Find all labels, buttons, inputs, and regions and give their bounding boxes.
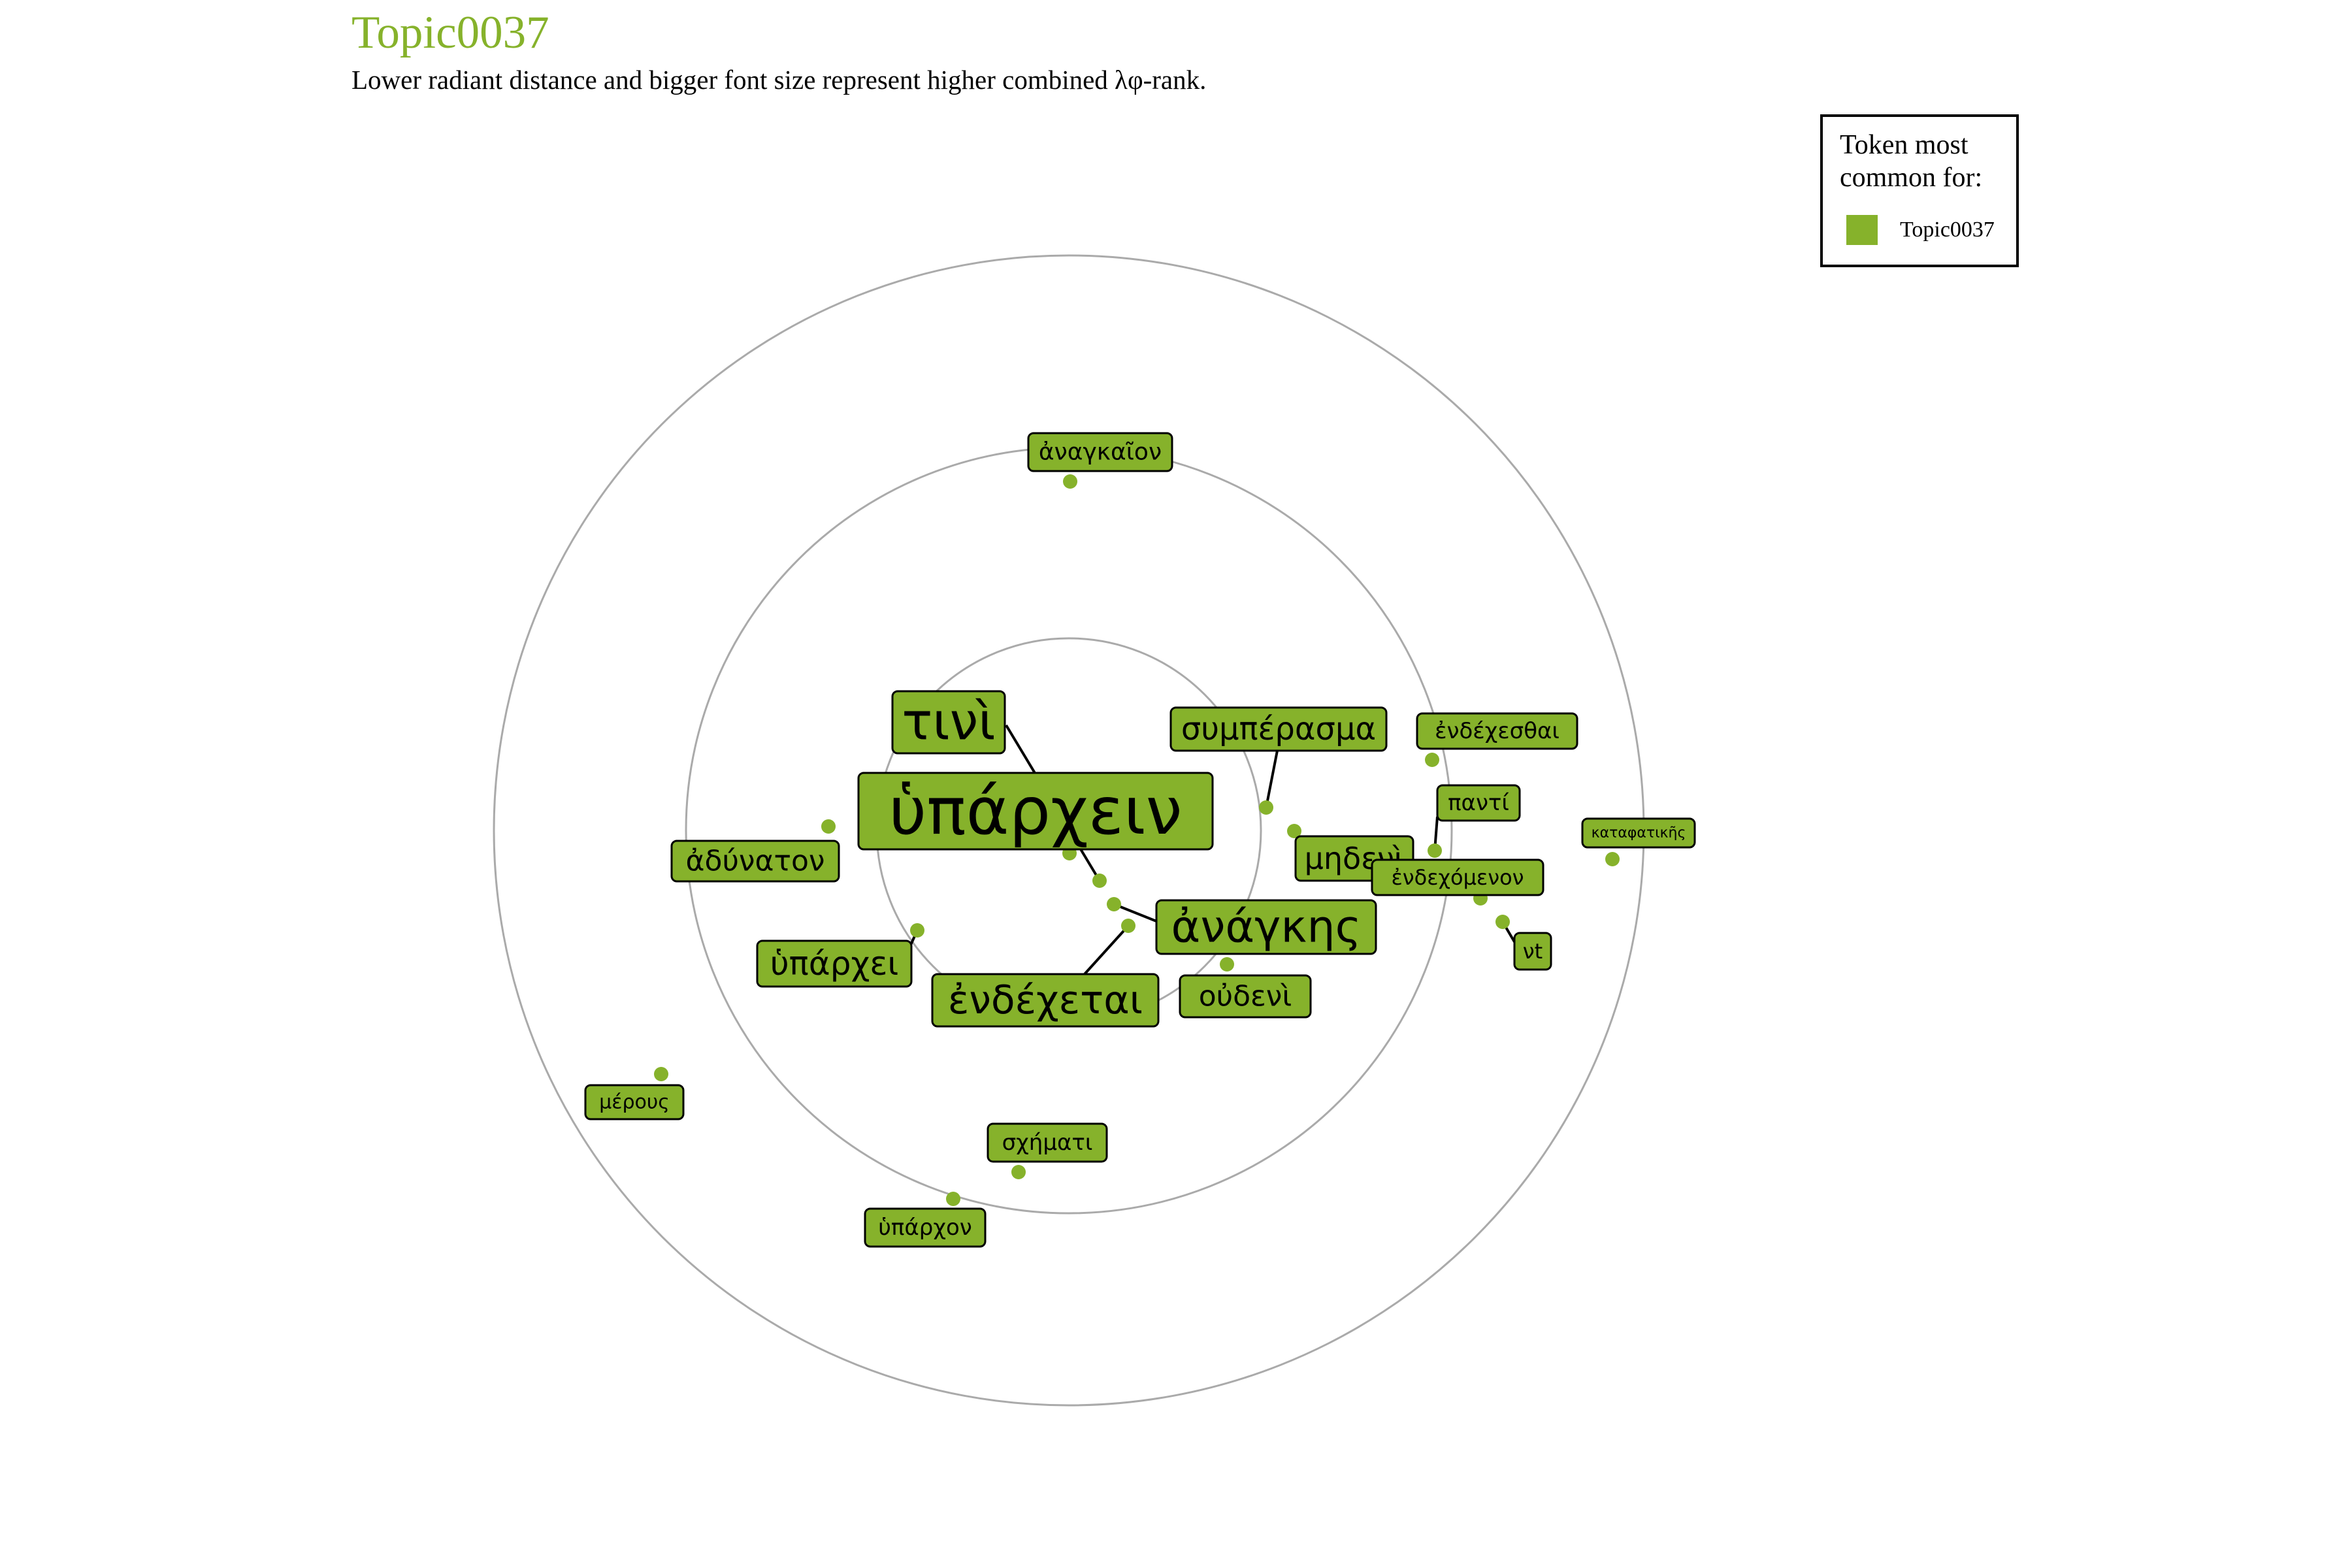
leader-line — [1265, 750, 1279, 808]
token-label: ἀνάγκης — [1155, 899, 1377, 955]
token-label-box — [1416, 712, 1578, 750]
token-label-box — [1513, 932, 1552, 971]
token-label-box — [1027, 432, 1173, 472]
token-label: ἐνδέχεται — [931, 973, 1160, 1028]
token-point — [910, 923, 924, 938]
token-label-box — [931, 973, 1160, 1028]
token-label: ἀναγκαῖον — [1027, 432, 1173, 472]
token-label: συμπέρασμα — [1169, 706, 1388, 752]
legend-entry-label: Topic0037 — [1900, 218, 1995, 242]
token-point — [1220, 957, 1234, 972]
token-label-text: σχήματι — [1002, 1130, 1093, 1156]
token-label-box — [1581, 817, 1696, 849]
token-label: ἀδύνατον — [670, 840, 840, 883]
token-label: οὐδενὶ — [1179, 974, 1312, 1019]
token-point — [1287, 824, 1301, 838]
token-label: ὑπάρχειν — [857, 772, 1214, 851]
token-label-text: οὐδενὶ — [1199, 980, 1292, 1013]
token-label-box — [1169, 706, 1388, 752]
token-point — [1107, 897, 1121, 911]
token-label-text: ὑπάρχον — [878, 1215, 972, 1241]
token-label-text: ἀνάγκης — [1171, 902, 1362, 953]
legend-swatch — [1846, 215, 1878, 245]
token-label-text: ἐνδέχεται — [948, 977, 1143, 1023]
token-label-box — [756, 939, 913, 988]
chart-subtitle: Lower radiant distance and bigger font s… — [351, 65, 1207, 95]
legend-title: Token most common for: — [1840, 130, 1983, 193]
legend: Token most common for: Topic0037 — [1820, 114, 2019, 267]
token-label-box — [891, 690, 1006, 755]
token-label: μέρους — [584, 1084, 685, 1120]
token-label-text: ἀδύνατον — [686, 845, 825, 878]
token-label-text: συμπέρασμα — [1181, 711, 1376, 747]
token-point — [821, 819, 836, 834]
token-label: παντί — [1436, 784, 1521, 822]
token-label-text: ὑπάρχει — [770, 945, 899, 983]
chart-title: Topic0037 — [351, 7, 549, 58]
token-point — [1092, 874, 1107, 888]
token-label-box — [857, 772, 1214, 851]
token-label-box — [987, 1122, 1108, 1163]
token-label-text: ἐνδεχόμενον — [1391, 865, 1524, 890]
leader-line — [1083, 924, 1130, 975]
token-label: καταφατικῆς — [1581, 817, 1696, 849]
token-point — [946, 1192, 960, 1206]
token-label: σχήματι — [987, 1122, 1108, 1163]
token-point — [654, 1067, 668, 1081]
token-label-box — [584, 1084, 685, 1120]
token-point — [1425, 753, 1439, 767]
token-point — [1605, 852, 1620, 866]
token-label-box — [670, 840, 840, 883]
token-label-box — [1179, 974, 1312, 1019]
token-point — [1259, 800, 1273, 815]
token-label-box — [1371, 858, 1544, 896]
token-label: νt — [1513, 932, 1552, 971]
token-label-text: νt — [1523, 939, 1543, 964]
token-label-box — [864, 1207, 987, 1248]
token-point — [1495, 915, 1510, 929]
token-point — [1428, 843, 1442, 858]
token-label-box — [1155, 899, 1377, 955]
token-labels: ὑπάρχειν τινὶ ἀνάγκης ἐνδέχεται συμπέρασμα ὑπ… — [584, 432, 1696, 1248]
token-label-text: τινὶ — [902, 693, 995, 752]
token-label: ἐνδεχόμενον — [1371, 858, 1544, 896]
token-label: ὑπάρχον — [864, 1207, 987, 1248]
token-label-box — [1436, 784, 1521, 822]
token-label-text: μέρους — [599, 1091, 670, 1114]
token-label: τινὶ — [891, 690, 1006, 755]
token-label-text: παντί — [1448, 790, 1509, 816]
token-label: ὑπάρχει — [756, 939, 913, 988]
token-label: ἐνδέχεσθαι — [1416, 712, 1578, 750]
token-label-text: ἐνδέχεσθαι — [1435, 718, 1560, 744]
token-point — [1121, 919, 1135, 933]
token-point — [1011, 1165, 1026, 1179]
label-leader-lines — [907, 724, 1517, 975]
token-label-text: ἀναγκαῖον — [1039, 439, 1162, 466]
token-label-text: καταφατικῆς — [1592, 825, 1686, 841]
token-point — [1063, 474, 1077, 489]
token-label-text: ὑπάρχειν — [889, 773, 1183, 849]
leader-line — [1113, 903, 1157, 923]
